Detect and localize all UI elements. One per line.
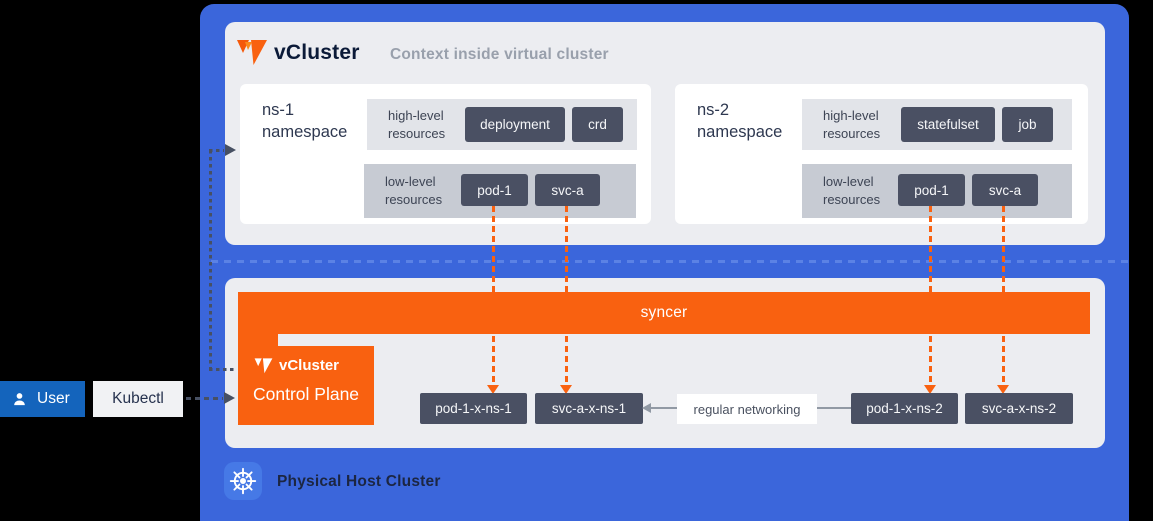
resource-tag-deployment: deployment [465,107,565,142]
regular-networking-label: regular networking [677,394,817,424]
namespace-name-ns-2: ns-2 namespace [697,101,783,141]
control-plane-label: Control Plane [253,384,360,404]
resource-tag-job: job [1002,107,1053,142]
namespace-name-ns-1: ns-1 namespace [262,101,348,141]
syncer-bar: syncer [238,292,1090,334]
kubectl-path-vertical-line [209,150,212,369]
arrow-right-icon [224,392,235,404]
kubectl-path-bottom-line [209,368,237,371]
low-level-label: low-level resources [385,174,443,207]
vcluster-logo-icon [237,40,267,65]
vcluster-logo-icon [254,358,273,374]
control-plane-logo-row: vCluster [254,356,339,375]
synced-tag-pod-1-x-ns-2: pod-1-x-ns-2 [851,393,958,424]
synced-tag-svc-a-x-ns-1: svc-a-x-ns-1 [535,393,643,424]
arrow-down-icon [560,385,572,394]
low-level-label: low-level resources [823,174,881,207]
arrow-down-icon [924,385,936,394]
kubernetes-badge [224,462,262,500]
synced-tag-pod-1-x-ns-1: pod-1-x-ns-1 [420,393,527,424]
control-plane-logotype: vCluster [279,357,340,374]
kubectl-path-top-line [209,149,224,152]
kubectl-box: Kubectl [93,381,183,417]
arrow-down-icon [487,385,499,394]
physical-host-cluster-label: Physical Host Cluster [277,473,441,490]
high-level-label: high-level resources [388,107,446,141]
user-label: User [37,390,70,407]
sync-boundary-dashed-line [211,260,1128,263]
kubectl-arrow-line [186,397,223,400]
user-box: User [0,381,85,417]
user-icon [14,392,25,405]
context-title: Context inside virtual cluster [390,46,609,63]
resource-tag-statefulset: statefulset [901,107,995,142]
kubernetes-wheel-icon [229,467,257,495]
high-level-label: high-level resources [823,107,881,141]
arrow-down-icon [997,385,1009,394]
resource-tag-svc-a-ns-2: svc-a [972,174,1038,206]
arrow-right-icon [225,144,236,156]
control-plane-box: vCluster Control Plane [238,346,374,425]
vcluster-logotype: vCluster [274,41,360,64]
networking-line [650,407,677,409]
resource-tag-svc-a-ns-1: svc-a [535,174,600,206]
synced-tag-svc-a-x-ns-2: svc-a-x-ns-2 [965,393,1073,424]
resource-tag-crd: crd [572,107,623,142]
kubectl-label: Kubectl [112,390,164,407]
resource-tag-pod-1-ns-2: pod-1 [898,174,965,206]
arrow-left-icon [642,403,651,413]
networking-line [817,407,851,409]
resource-tag-pod-1-ns-1: pod-1 [461,174,528,206]
control-plane-connector [238,333,278,347]
